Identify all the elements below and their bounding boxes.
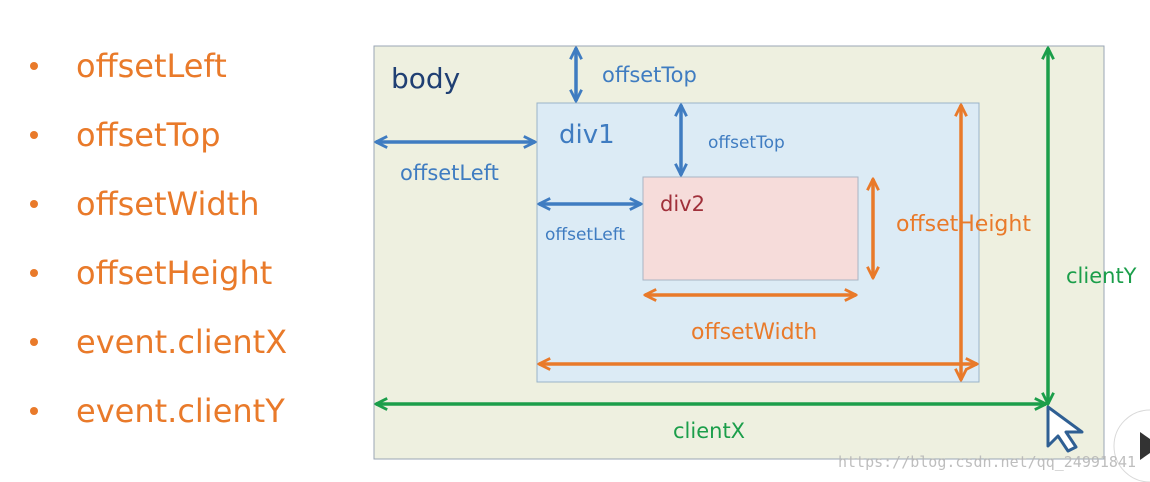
div1-offset-left-label: offsetLeft <box>545 225 625 245</box>
bullet-dot-icon <box>30 407 38 415</box>
play-button[interactable] <box>1113 409 1150 482</box>
offset-height-label: offsetHeight <box>896 212 1031 237</box>
body-offset-left-label: offsetLeft <box>400 161 499 185</box>
bullet-dot-icon <box>30 338 38 346</box>
div2-offset-width-label: offsetWidth <box>691 320 817 345</box>
client-y-label: clientY <box>1066 264 1137 288</box>
bullet-client-x: event.clientX <box>22 316 287 385</box>
div2-box <box>642 176 859 281</box>
bullet-dot-icon <box>30 269 38 277</box>
bullet-dot-icon <box>30 200 38 208</box>
body-label: body <box>391 62 460 95</box>
div1-offset-top-label: offsetTop <box>708 133 785 153</box>
bullet-offset-width: offsetWidth <box>22 178 287 247</box>
client-x-label: clientX <box>673 419 745 443</box>
property-list: offsetLeft offsetTop offsetWidth offsetH… <box>22 40 287 454</box>
div2-label: div2 <box>660 192 705 216</box>
bullet-offset-height: offsetHeight <box>22 247 287 316</box>
bullet-dot-icon <box>30 131 38 139</box>
div1-label: div1 <box>559 120 615 150</box>
play-icon <box>1140 432 1150 460</box>
bullet-offset-left: offsetLeft <box>22 40 287 109</box>
mouse-cursor-icon <box>1046 405 1084 453</box>
watermark: https://blog.csdn.net/qq_24991841 <box>838 453 1136 471</box>
body-offset-top-label: offsetTop <box>602 63 697 87</box>
bullet-client-y: event.clientY <box>22 385 287 454</box>
bullet-offset-top: offsetTop <box>22 109 287 178</box>
bullet-dot-icon <box>30 62 38 70</box>
